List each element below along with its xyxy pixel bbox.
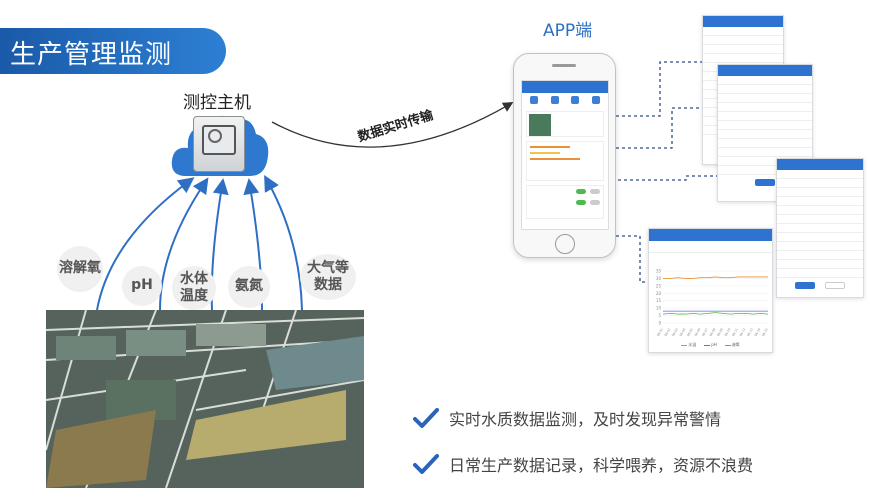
y-tick-label: 10	[656, 306, 662, 311]
bullet-item: 日常生产数据记录，科学喂养，资源不浪费	[413, 452, 753, 476]
phone-mockup	[513, 53, 616, 258]
bullet-text: 日常生产数据记录，科学喂养，资源不浪费	[449, 456, 754, 475]
x-tick-label: 06-04	[679, 327, 687, 337]
x-tick-label: 06-09	[716, 327, 724, 337]
y-tick-label: 15	[656, 298, 662, 303]
y-tick-label: 5	[658, 313, 661, 318]
checkmark-icon	[413, 453, 439, 475]
cloud-controller	[168, 106, 272, 180]
section-title-banner: 生产管理监测	[0, 28, 226, 74]
controller-device-icon	[193, 116, 245, 172]
x-tick-label: 06-01	[656, 327, 664, 337]
legend-label: pH	[711, 342, 717, 347]
sensor-ammonia: 氨氮	[228, 266, 270, 308]
series-line	[662, 312, 769, 315]
app-screen-form-1	[717, 64, 813, 202]
sensor-water-temperature: 水体温度	[172, 266, 216, 310]
y-tick-label: 30	[656, 276, 662, 281]
x-tick-label: 06-15	[761, 327, 769, 337]
aquaculture-pond-photo	[46, 310, 364, 488]
checkmark-icon	[413, 407, 439, 429]
controller-label: 测控主机	[183, 93, 251, 113]
x-tick-label: 06-08	[709, 327, 717, 337]
series-line	[663, 276, 768, 279]
app-screen-form-2	[776, 158, 864, 298]
sensor-atmospheric-data: 大气等数据	[300, 254, 356, 300]
legend-label: 水温	[688, 342, 697, 347]
sensor-dissolved-oxygen: 溶解氧	[57, 246, 103, 292]
legend-item: pH	[704, 342, 717, 348]
legend-swatch	[704, 344, 711, 346]
x-tick-label: 06-12	[739, 327, 747, 337]
phone-screen	[521, 80, 609, 230]
chart-legend: 水温 pH 溶氧	[649, 342, 772, 348]
app-label: APP端	[543, 21, 593, 41]
legend-item: 水温	[681, 342, 696, 348]
x-tick-label: 06-03	[671, 327, 679, 337]
sensor-ph: pH	[122, 266, 162, 306]
legend-swatch	[724, 344, 731, 346]
x-tick-label: 06-02	[664, 327, 672, 337]
legend-label: 溶氧	[731, 342, 740, 347]
page-title: 生产管理监测	[10, 40, 173, 70]
x-tick-label: 06-07	[701, 327, 709, 337]
y-tick-label: 20	[656, 291, 662, 296]
bullet-item: 实时水质数据监测，及时发现异常警情	[413, 406, 721, 430]
x-tick-label: 06-10	[724, 327, 732, 337]
bullet-text: 实时水质数据监测，及时发现异常警情	[449, 410, 722, 429]
x-tick-label: 06-05	[686, 327, 694, 337]
y-tick-label: 35	[656, 269, 662, 274]
home-button	[555, 234, 575, 254]
x-tick-label: 06-06	[694, 327, 702, 337]
legend-swatch	[681, 344, 688, 346]
x-tick-label: 06-11	[731, 327, 739, 337]
legend-item: 溶氧	[724, 342, 740, 348]
x-tick-label: 06-13	[746, 327, 754, 337]
y-tick-label: 0	[658, 321, 661, 326]
y-tick-label: 25	[656, 283, 662, 288]
x-tick-label: 06-14	[754, 327, 762, 337]
